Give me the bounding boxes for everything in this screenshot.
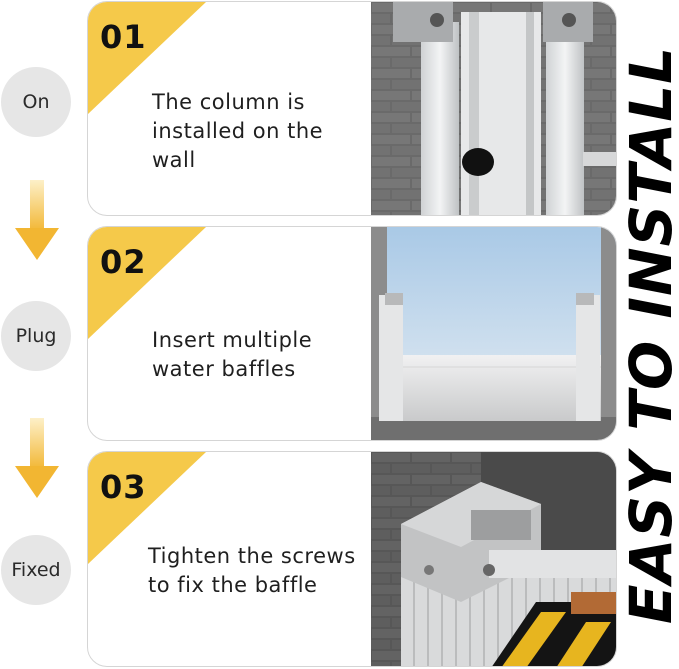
column-wall-photo [371,2,616,215]
step-number: 03 [100,468,147,506]
step-description: The column is installed on the wall [152,90,324,172]
step-card-3: 03 Tighten the screws to fix the baffle [87,451,617,667]
vertical-title-text: EASY TO INSTALL [617,45,679,624]
step-number: 01 [100,18,147,56]
step-label-2: Plug [1,301,71,371]
step-label-1: On [1,67,71,137]
step-number: 02 [100,243,147,281]
accent-corner [88,227,206,339]
step-label-3: Fixed [1,535,71,605]
step-card-1: 01 The column is installed on the wall [87,1,617,216]
down-arrow-icon [15,180,59,260]
step-description: Tighten the screws to fix the baffle [148,544,356,597]
screw-fixing-photo [371,452,616,666]
accent-corner [88,452,206,564]
easy-to-install-title: EASY TO INSTALL [618,0,679,669]
step-card-2: 02 Insert multiple water baffles [87,226,617,441]
down-arrow-icon [15,418,59,498]
step-description: Insert multiple water baffles [152,328,313,381]
water-baffle-photo [371,227,616,440]
accent-corner [88,2,206,114]
